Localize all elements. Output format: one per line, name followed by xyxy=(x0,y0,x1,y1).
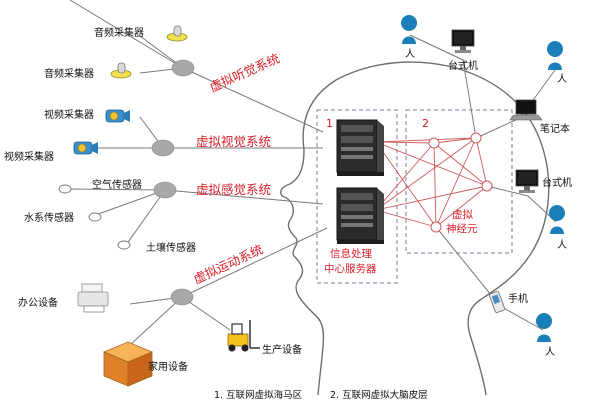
label-office-equipment: 办公设备 xyxy=(18,296,58,309)
label-audio-collector-1: 音频采集器 xyxy=(94,26,144,39)
camera-icon xyxy=(73,141,98,155)
hub-vision xyxy=(151,139,175,157)
forklift-icon xyxy=(227,320,260,352)
label-person-4: 人 xyxy=(545,346,555,358)
desktop-computer-icon xyxy=(515,169,539,193)
neuron-label-line1: 虚拟 xyxy=(452,208,473,221)
label-person-2: 人 xyxy=(557,73,567,85)
server-label-line1: 信息处理 xyxy=(330,247,372,260)
label-virtual-vision-system: 虚拟视觉系统 xyxy=(196,134,271,149)
sensor-node-icon xyxy=(58,184,72,194)
label-audio-collector-2: 音频采集器 xyxy=(44,67,94,80)
mobile-phone-icon xyxy=(489,291,505,313)
laptop-icon xyxy=(509,99,543,121)
neuron-label-line2: 神经元 xyxy=(446,222,478,235)
caption-hippocampus: 1. 互联网虚拟海马区 xyxy=(214,389,303,401)
desktop-computer-icon xyxy=(451,29,475,53)
box1-number: 1 xyxy=(326,117,333,130)
server-icon xyxy=(336,119,384,176)
sensor-node-icon xyxy=(117,240,131,250)
hub-motion xyxy=(170,288,194,306)
head-silhouette xyxy=(280,61,550,396)
label-air-sensor: 空气传感器 xyxy=(92,178,142,191)
hub-hearing xyxy=(171,59,195,77)
person-icon xyxy=(536,313,552,342)
caption-cortex: 2. 互联网虚拟大脑皮层 xyxy=(330,389,428,401)
sensor-node-icon xyxy=(88,212,102,222)
label-virtual-sense-system: 虚拟感觉系统 xyxy=(196,182,271,197)
microphone-icon xyxy=(166,25,188,42)
label-person-3: 人 xyxy=(557,239,567,251)
printer-icon xyxy=(77,283,109,313)
server-label-line2: 中心服务器 xyxy=(324,262,377,275)
camera-icon xyxy=(105,109,130,123)
label-household-equipment: 家用设备 xyxy=(148,360,188,373)
label-desktop-2: 台式机 xyxy=(542,176,572,189)
label-video-collector-1: 视频采集器 xyxy=(44,108,94,121)
label-virtual-hearing-system: 虚拟听觉系统 xyxy=(207,51,282,95)
microphone-icon xyxy=(110,62,132,79)
label-notebook: 笔记本 xyxy=(540,122,570,135)
left-wires xyxy=(69,0,328,346)
label-virtual-motion-system: 虚拟运动系统 xyxy=(191,241,265,286)
neuron-nodes xyxy=(428,132,493,233)
box2-number: 2 xyxy=(422,117,429,130)
neural-links xyxy=(375,137,488,228)
hub-sense xyxy=(153,181,177,199)
person-icon xyxy=(401,15,417,44)
household-appliance-icon xyxy=(102,341,154,387)
label-person-1: 人 xyxy=(405,48,415,60)
label-water-sensor: 水系传感器 xyxy=(24,211,74,224)
person-icon xyxy=(547,41,563,70)
label-phone: 手机 xyxy=(508,292,528,305)
label-production-equipment: 生产设备 xyxy=(262,343,302,356)
label-video-collector-2: 视频采集器 xyxy=(4,150,54,163)
person-icon xyxy=(549,205,565,234)
server-icon xyxy=(336,187,384,244)
cortex-box xyxy=(405,109,513,254)
label-soil-sensor: 土壤传感器 xyxy=(146,241,196,254)
label-desktop-1: 台式机 xyxy=(448,59,478,72)
